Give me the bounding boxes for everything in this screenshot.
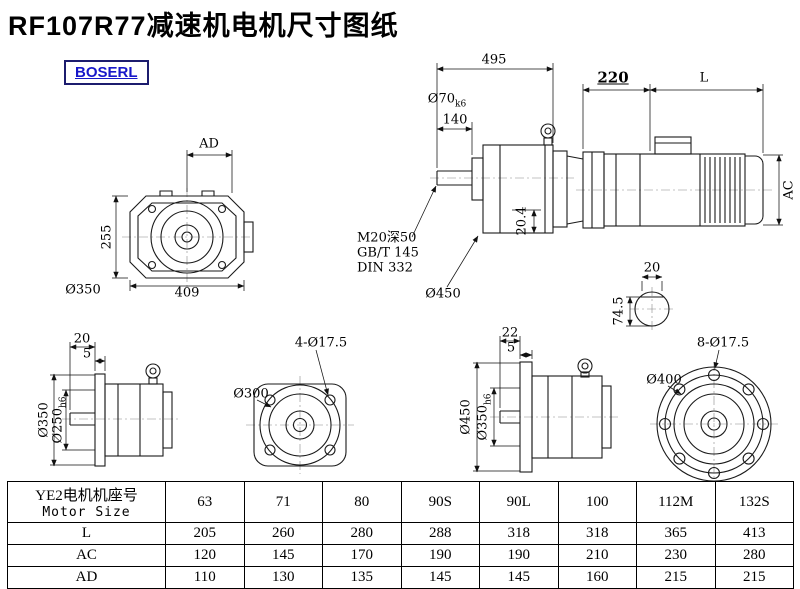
dim-outer-dia-350: Ø350	[65, 282, 101, 298]
note-thread-spec: M20深50	[357, 230, 417, 246]
table-header-en: Motor Size	[42, 505, 131, 520]
dim-key-height-74-5: 74.5	[611, 296, 627, 326]
dim-shaft-stickout-20: 20	[73, 331, 91, 347]
table-header-row: YE2电机机座号 Motor Size 63 71 80 90S 90L 100…	[7, 481, 794, 523]
value-cell: 215	[714, 566, 794, 589]
page-title: RF107R77减速机电机尺寸图纸	[8, 11, 399, 41]
value-cell: 160	[557, 566, 637, 589]
value-cell: 318	[479, 522, 559, 545]
row-label-ac: AC	[7, 544, 166, 567]
column-header-71: 71	[243, 481, 323, 523]
column-header-132s: 132S	[714, 481, 794, 523]
drawing-linework	[50, 63, 783, 482]
value-cell: 190	[400, 544, 480, 567]
dim-pilot-dia-350: Ø350h6	[475, 393, 494, 441]
dim-width-409: 409	[174, 285, 200, 301]
value-cell: 190	[479, 544, 559, 567]
dim-circle-400: Ø400	[646, 372, 682, 388]
row-label-l: L	[7, 522, 166, 545]
column-header-112m: 112M	[636, 481, 716, 523]
dim-pilot-250-tolerance: h6	[58, 396, 69, 409]
column-header-90l: 90L	[479, 481, 559, 523]
brand-logo: BOSERL	[64, 60, 149, 85]
value-cell: 170	[322, 544, 402, 567]
dim-key-width-20: 20	[643, 260, 661, 276]
dim-motor-length-l: L	[699, 70, 709, 86]
dim-pilot-350-tolerance: h6	[483, 393, 494, 406]
value-cell: 130	[243, 566, 323, 589]
value-cell: 145	[479, 566, 559, 589]
dim-offset-20-4: 20.4	[514, 206, 530, 236]
dim-shaft-dia: Ø70k6	[428, 93, 466, 110]
value-cell: 135	[322, 566, 402, 589]
value-cell: 145	[400, 566, 480, 589]
dim-flange-od-450: Ø450	[458, 399, 474, 435]
table-row-ad: AD 110 130 135 145 145 160 215 215	[7, 566, 794, 589]
motor-size-table: YE2电机机座号 Motor Size 63 71 80 90S 90L 100…	[7, 481, 794, 589]
value-cell: 205	[165, 522, 245, 545]
dim-flange-od-350: Ø350	[36, 402, 52, 438]
dim-circle-300: Ø300	[233, 386, 269, 402]
dim-plate-5: 5	[82, 346, 92, 362]
value-cell: 318	[557, 522, 637, 545]
value-cell: 260	[243, 522, 323, 545]
column-header-100: 100	[557, 481, 637, 523]
value-cell: 210	[557, 544, 637, 567]
value-cell: 120	[165, 544, 245, 567]
column-header-80: 80	[322, 481, 402, 523]
note-gbt-standard: GB/T 145	[357, 245, 419, 261]
column-header-90s: 90S	[400, 481, 480, 523]
table-row-ac: AC 120 145 170 190 190 210 230 280	[7, 544, 794, 567]
row-label-ad: AD	[7, 566, 166, 589]
value-cell: 365	[636, 522, 716, 545]
table-header-cn: YE2电机机座号	[35, 488, 138, 504]
value-cell: 230	[636, 544, 716, 567]
value-cell: 110	[165, 566, 245, 589]
column-header-63: 63	[165, 481, 245, 523]
dim-shaft-dia-tolerance: k6	[455, 99, 467, 110]
dim-adapter-220: 220	[597, 68, 629, 87]
dim-bolt-holes-4-17-5: 4-Ø17.5	[294, 335, 348, 351]
value-cell: 215	[636, 566, 716, 589]
value-cell: 288	[400, 522, 480, 545]
dim-total-495: 495	[481, 52, 507, 68]
value-cell: 280	[322, 522, 402, 545]
dim-pilot-350-value: Ø350	[475, 405, 491, 441]
table-row-l: L 205 260 280 288 318 318 365 413	[7, 522, 794, 545]
dim-height-255: 255	[99, 224, 115, 250]
note-din-standard: DIN 332	[357, 260, 413, 276]
dim-ac: AC	[781, 180, 797, 200]
value-cell: 413	[714, 522, 794, 545]
motor-size-header-cell: YE2电机机座号 Motor Size	[7, 481, 166, 523]
dim-plate-5-large: 5	[506, 340, 516, 356]
dim-ad: AD	[199, 136, 219, 152]
dim-bolt-holes-8-17-5: 8-Ø17.5	[696, 335, 750, 351]
dim-pilot-dia-250: Ø250h6	[50, 396, 69, 444]
dim-gearbox-flange-dia-450: Ø450	[425, 286, 461, 302]
dim-shaft-stickout-22: 22	[501, 325, 519, 341]
dim-pilot-250-value: Ø250	[50, 408, 66, 444]
value-cell: 145	[243, 544, 323, 567]
dim-shaft-length-140: 140	[442, 112, 468, 128]
dim-shaft-dia-value: Ø70	[427, 91, 456, 107]
value-cell: 280	[714, 544, 794, 567]
